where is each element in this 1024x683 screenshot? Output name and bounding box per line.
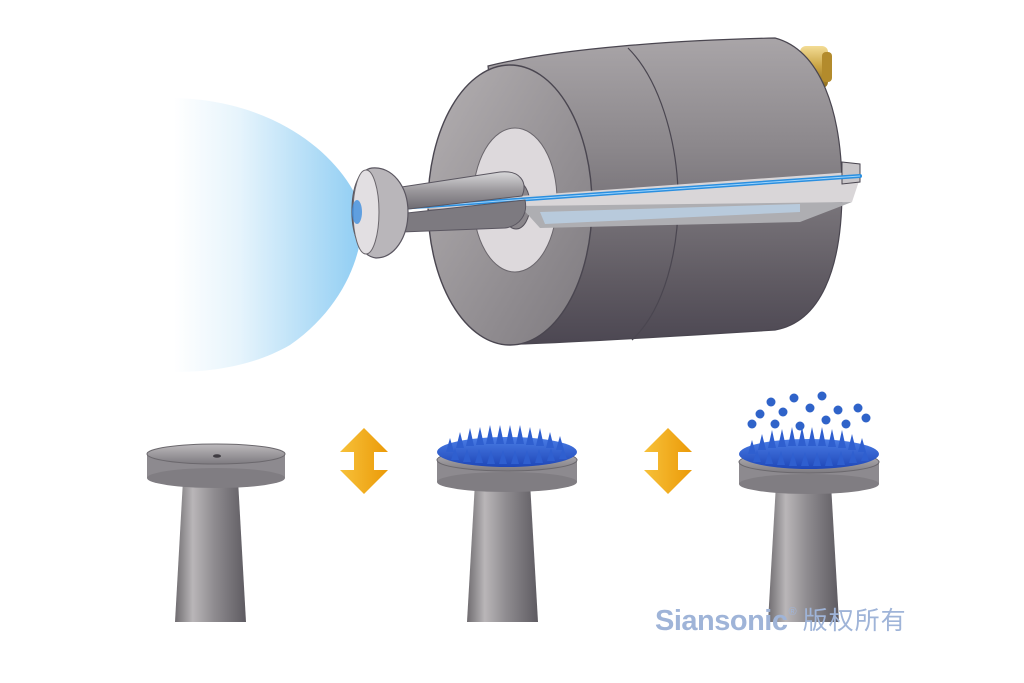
atomized-droplets <box>747 391 871 431</box>
registered-mark: ® <box>788 606 797 618</box>
spray-plume <box>174 98 362 372</box>
liquid-film-waves <box>739 427 879 469</box>
tip-stage-1-bare <box>146 443 286 622</box>
tip-stage-2-capillary-waves <box>436 425 578 622</box>
watermark-brand: Siansonic <box>655 605 788 637</box>
atomizing-horn <box>351 167 527 259</box>
tip-stage-3-atomization <box>738 391 880 622</box>
watermark-rights-text: 版权所有 <box>802 606 907 635</box>
double-arrow-vertical-icon <box>340 428 388 494</box>
copyright-watermark: Siansonic ® 版权所有 <box>655 604 907 644</box>
double-arrow-vertical-icon <box>644 428 692 494</box>
liquid-film-waves <box>437 425 577 467</box>
